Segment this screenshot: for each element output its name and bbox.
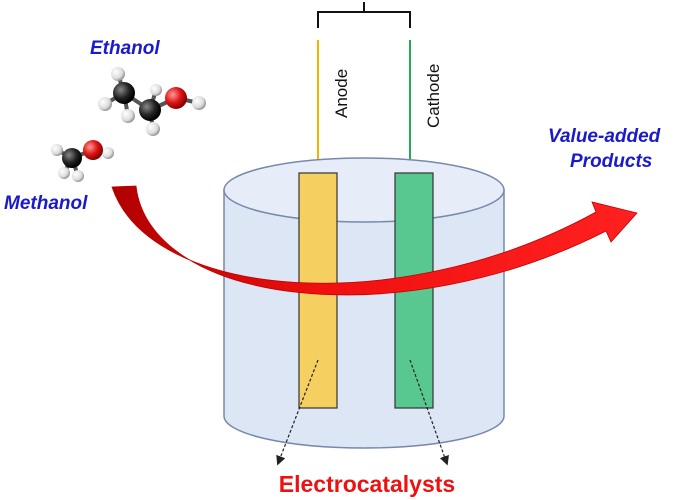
- anode-catalyst-pointer: [276, 359, 319, 466]
- anode-label: Anode: [332, 69, 351, 118]
- electrolysis-cell: [223, 157, 505, 449]
- ethanol-molecule: [98, 67, 206, 136]
- conversion-arrow: [111, 185, 638, 296]
- cathode-label: Cathode: [424, 64, 443, 128]
- ethanol-label: Ethanol: [90, 38, 160, 59]
- electrocatalysts-label: Electrocatalysts: [279, 471, 455, 497]
- products-label-line1: Value-added: [548, 126, 661, 147]
- circuit-bracket: [317, 2, 411, 28]
- cathode-catalyst-pointer: [409, 359, 449, 466]
- methanol-label: Methanol: [4, 193, 88, 214]
- methanol-molecule: [51, 140, 114, 182]
- products-label-line2: Products: [570, 151, 652, 172]
